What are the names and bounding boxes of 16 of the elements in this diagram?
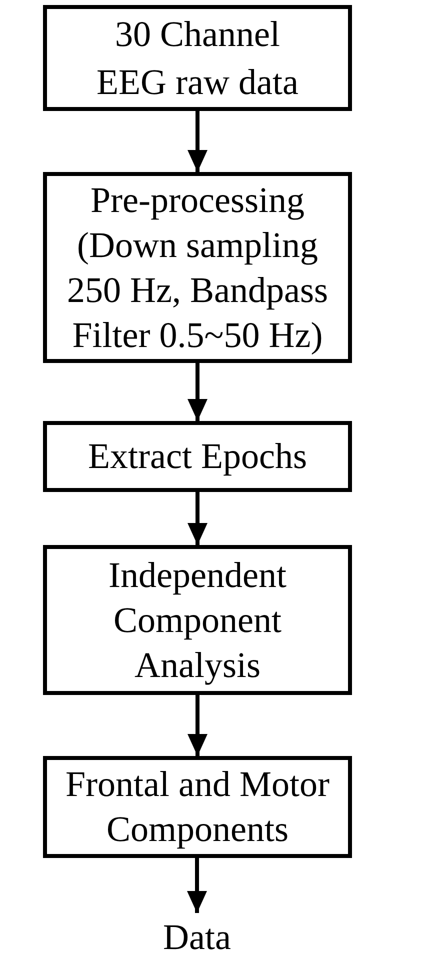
step-text: Independent Component Analysis	[108, 554, 288, 687]
arrow	[188, 492, 208, 545]
process-box	[43, 172, 352, 363]
arrow	[187, 858, 207, 913]
arrow	[188, 695, 208, 756]
step-text: 30 Channel EEG raw data	[96, 13, 300, 104]
process-box	[43, 756, 352, 858]
process-box	[43, 545, 352, 695]
process-box	[43, 421, 352, 492]
step-text: Pre-processing (Down sampling 250 Hz, Bandpass Filter 0.5~50 Hz)	[66, 178, 329, 356]
output-label: Data	[162, 913, 232, 955]
arrow	[188, 363, 208, 421]
step-text: Extract Epochs	[88, 435, 307, 478]
step-text: Frontal and Motor Components	[64, 763, 330, 851]
process-box	[43, 5, 352, 111]
arrow	[188, 111, 208, 172]
